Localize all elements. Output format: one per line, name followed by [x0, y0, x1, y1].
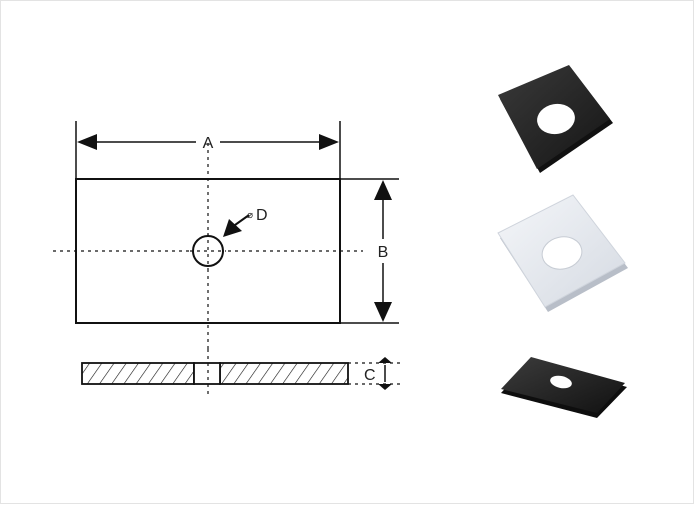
plate-section-view	[81, 349, 349, 395]
arrowhead-c-top	[378, 357, 392, 363]
label-b: B	[378, 244, 389, 261]
dimension-b: B	[340, 178, 399, 324]
arrowhead-c-bottom	[378, 384, 392, 390]
label-d: D	[256, 207, 268, 224]
dimension-a: A	[75, 121, 341, 179]
rectangular-plate-image	[501, 357, 627, 418]
label-c: C	[364, 367, 376, 384]
arrowhead-left	[77, 134, 97, 150]
diameter-symbol: ⌀	[247, 210, 253, 221]
dark-square-washer-image	[498, 65, 613, 173]
arrowhead-leader	[223, 219, 242, 237]
arrowhead-up	[374, 180, 392, 200]
arrowhead-right	[319, 134, 339, 150]
white-washer-hole	[541, 236, 583, 270]
section-hole	[193, 362, 221, 385]
dark-washer-hole	[537, 103, 575, 135]
dimension-d: ⌀ D	[223, 207, 268, 237]
rect-plate-hole	[550, 375, 572, 389]
arrowhead-down	[374, 302, 392, 322]
dimension-c: C	[348, 357, 401, 390]
label-a: A	[203, 135, 214, 152]
white-square-washer-image	[497, 194, 628, 312]
